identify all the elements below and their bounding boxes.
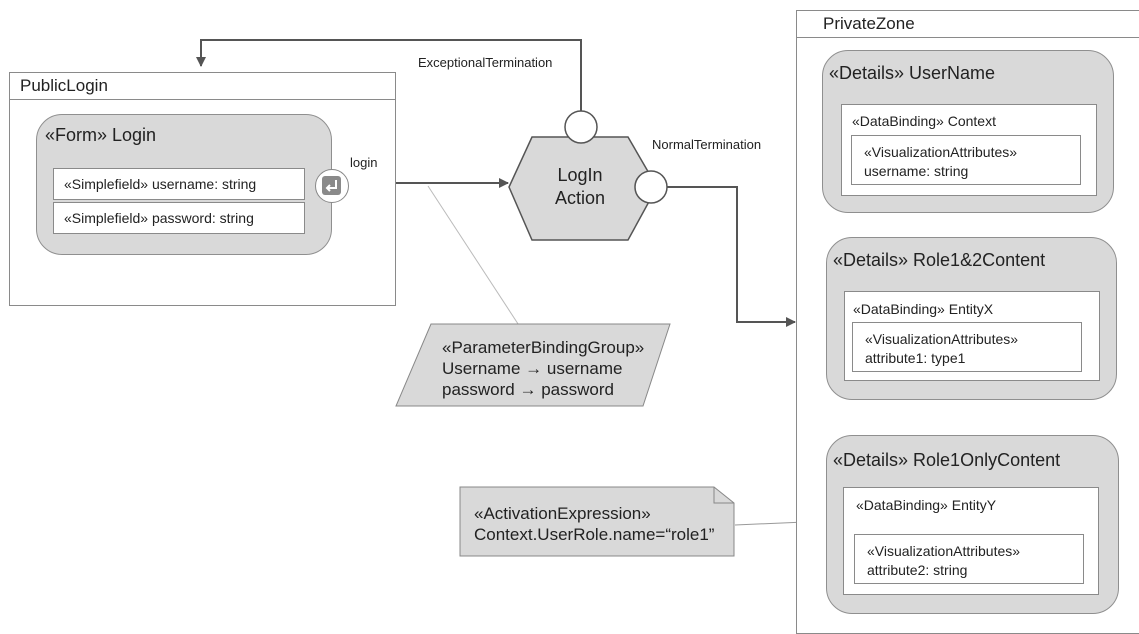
viz-attrs-username-line1: «VisualizationAttributes» xyxy=(864,144,1018,160)
parameter-binding-shape xyxy=(395,323,671,407)
exceptional-termination-flow xyxy=(196,39,582,112)
password-field[interactable]: «Simplefield» password: string xyxy=(53,202,305,234)
activation-expression-line2: Context.UserRole.name=“role1” xyxy=(474,525,715,544)
details-role1-only-content-title: «Details» Role1OnlyContent xyxy=(833,450,1061,470)
parameter-binding-text: «ParameterBindingGroup» Username → usern… xyxy=(442,337,644,400)
login-button[interactable] xyxy=(315,169,349,203)
viz-attrs-entityy: «VisualizationAttributes» attribute2: st… xyxy=(854,534,1084,584)
viz-attrs-username-line2: username: string xyxy=(864,163,969,179)
activation-expression-line1: «ActivationExpression» xyxy=(474,504,651,523)
private-zone-title: PrivateZone xyxy=(797,11,1139,38)
enter-icon xyxy=(322,176,341,195)
login-action-label: LogIn Action xyxy=(532,164,628,210)
login-form-title: «Form» Login xyxy=(45,125,157,145)
normal-port xyxy=(634,170,668,204)
exceptional-termination-label: ExceptionalTermination xyxy=(418,55,553,70)
viz-attrs-entityx-line1: «VisualizationAttributes» xyxy=(865,331,1019,347)
exceptional-port xyxy=(564,110,598,144)
parameter-binding-link xyxy=(427,185,523,331)
databinding-context-label: «DataBinding» Context xyxy=(852,113,996,129)
activation-note-fold xyxy=(713,487,734,504)
databinding-entityx-label: «DataBinding» EntityX xyxy=(853,301,994,317)
viz-attrs-entityx: «VisualizationAttributes» attribute1: ty… xyxy=(852,322,1082,372)
parameter-binding-line3: password → password xyxy=(442,380,614,399)
parameter-binding-line2: Username → username xyxy=(442,359,623,378)
details-role12-content-title: «Details» Role1&2Content xyxy=(833,250,1046,270)
viz-attrs-username: «VisualizationAttributes» username: stri… xyxy=(851,135,1081,185)
login-action-label-line1: LogIn xyxy=(557,165,603,185)
normal-termination-label: NormalTermination xyxy=(652,137,762,152)
normal-termination-flow xyxy=(667,186,796,327)
details-username-title: «Details» UserName xyxy=(829,63,996,83)
parameter-binding-line1: «ParameterBindingGroup» xyxy=(442,338,645,357)
public-login-title: PublicLogin xyxy=(10,73,395,100)
viz-attrs-entityy-line1: «VisualizationAttributes» xyxy=(867,543,1021,559)
viz-attrs-entityy-line2: attribute2: string xyxy=(867,562,968,578)
login-flow-label: login xyxy=(350,155,378,170)
activation-note-shape xyxy=(459,486,735,557)
username-field[interactable]: «Simplefield» username: string xyxy=(53,168,305,200)
activation-expression-text: «ActivationExpression» Context.UserRole.… xyxy=(474,503,714,545)
viz-attrs-entityx-line2: attribute1: type1 xyxy=(865,350,966,366)
login-action-label-line2: Action xyxy=(554,188,606,208)
login-action-hexagon xyxy=(508,136,658,241)
databinding-entityy-label: «DataBinding» EntityY xyxy=(856,497,997,513)
